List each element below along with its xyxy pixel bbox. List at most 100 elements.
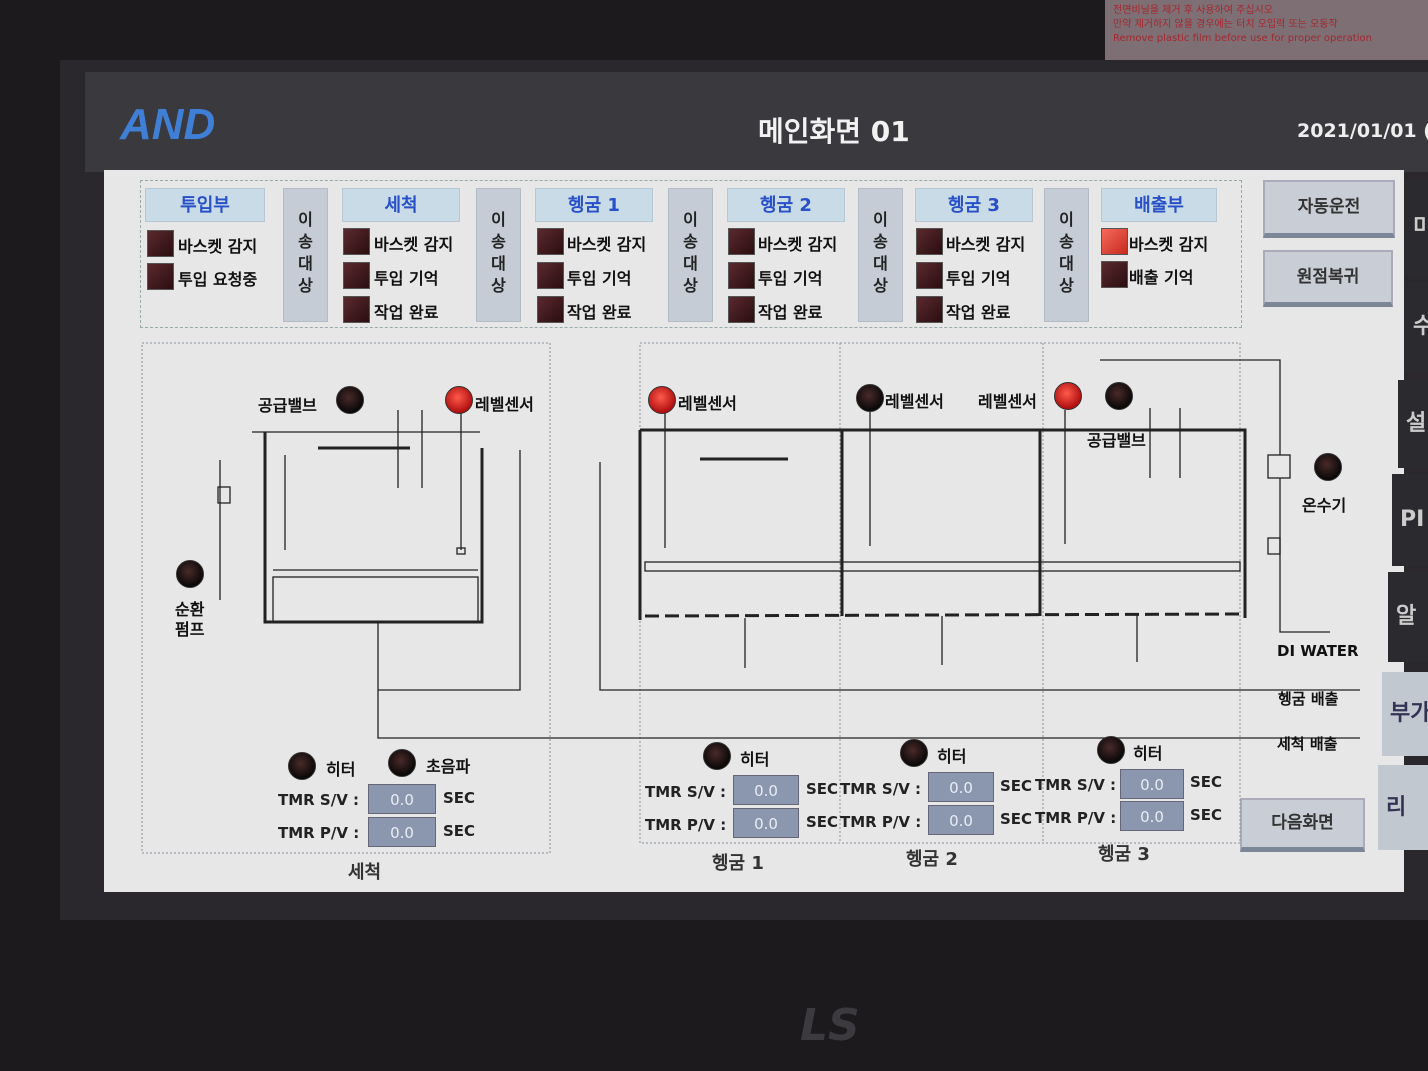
side-tab-2[interactable]: 수 (1405, 282, 1428, 372)
wash-drain-label: 세척 배출 (1277, 735, 1338, 753)
page-title: 메인화면 01 (758, 115, 910, 148)
transfer-target-indicator[interactable]: 이 송 대 상 (283, 188, 328, 322)
wash-heater-lamp (288, 752, 316, 780)
side-tab-5[interactable]: 알 (1388, 572, 1428, 662)
transfer-target-indicator[interactable]: 이 송 대 상 (476, 188, 521, 322)
rinse2-level-lamp (856, 384, 884, 412)
supply-valve-label: 공급밸브 (258, 396, 317, 415)
rinse3-heater-label: 히터 (1133, 744, 1163, 763)
lamp-square (537, 262, 564, 289)
ls-bezel-logo: LS (800, 1000, 860, 1051)
transfer-target-indicator[interactable]: 이 송 대 상 (858, 188, 903, 322)
status-label: 바스켓 감지 (1129, 235, 1209, 254)
side-tab-7[interactable]: 리 (1378, 765, 1428, 850)
rinse1-level-label: 레벨센서 (678, 394, 737, 413)
unit-label: SEC (806, 780, 839, 798)
status-label: 배출 기억 (1129, 268, 1194, 287)
rinse3-level-label: 레벨센서 (978, 392, 1037, 411)
level-sensor-label: 레벨센서 (475, 395, 534, 414)
lamp-square (537, 296, 564, 323)
wash-section-title: 세척 (348, 862, 382, 883)
status-label: 작업 완료 (374, 303, 439, 322)
home-return-button[interactable]: 원점복귀 (1263, 250, 1393, 307)
rinse3-sv-input[interactable]: 0.0 (1120, 769, 1184, 799)
status-label: 투입 기억 (758, 269, 823, 288)
rinse-supply-valve-label: 공급밸브 (1087, 431, 1146, 450)
unit-label: SEC (443, 789, 476, 807)
lamp-square (1101, 228, 1128, 255)
sv-label: TMR S/V : (278, 791, 360, 809)
side-tab-6[interactable]: 부가 (1382, 672, 1428, 756)
status-label: 바스켓 감지 (946, 235, 1026, 254)
status-label: 작업 완료 (758, 303, 823, 322)
lamp-square (728, 296, 755, 323)
group-title-rinse2: 헹굼 2 (727, 188, 845, 222)
transfer-target-indicator[interactable]: 이 송 대 상 (1044, 188, 1089, 322)
lamp-square (728, 262, 755, 289)
wash-section-frame (141, 342, 551, 854)
auto-run-button[interactable]: 자동운전 (1263, 180, 1395, 238)
wash-heater-label: 히터 (326, 760, 356, 779)
lamp-square (343, 228, 370, 255)
side-tab-1[interactable]: 미 (1405, 180, 1428, 275)
wash-inner-tank (263, 432, 484, 624)
rinse3-section-title: 헹굼 3 (1098, 844, 1150, 865)
level-sensor-lamp (445, 386, 473, 414)
status-label: 바스켓 감지 (374, 235, 454, 254)
lamp-square (147, 263, 174, 290)
pv-label: TMR P/V : (840, 813, 922, 831)
rinse2-pv-display: 0.0 (928, 805, 994, 835)
next-screen-button[interactable]: 다음화면 (1240, 798, 1365, 852)
pv-label: TMR P/V : (278, 824, 360, 842)
header-bar (85, 72, 1428, 172)
lamp-square (728, 228, 755, 255)
rinse-drain-label: 헹굼 배출 (1278, 690, 1339, 708)
rinse1-sv-input[interactable]: 0.0 (733, 775, 799, 805)
status-label: 바스켓 감지 (567, 235, 647, 254)
wash-outer-tank (252, 431, 521, 691)
group-title-wash: 세척 (342, 188, 460, 222)
rinse2-sv-input[interactable]: 0.0 (928, 772, 994, 802)
sticker-line: 전면비닐을 제거 후 사용하여 주십시오 (1113, 5, 1273, 16)
unit-label: SEC (443, 822, 476, 840)
rinse3-pv-display: 0.0 (1120, 801, 1184, 831)
lamp-square (537, 228, 564, 255)
rinse-drain-line (599, 462, 1360, 691)
pv-label: TMR P/V : (645, 816, 727, 834)
lamp-square (1101, 261, 1128, 288)
side-tab-3[interactable]: 설 (1398, 380, 1428, 468)
status-label: 작업 완료 (567, 303, 632, 322)
lamp-square (916, 262, 943, 289)
lamp-square (916, 228, 943, 255)
wash-sv-input[interactable]: 0.0 (368, 784, 436, 814)
transfer-target-indicator[interactable]: 이 송 대 상 (668, 188, 713, 322)
status-label: 바스켓 감지 (758, 235, 838, 254)
wash-drain-line (377, 622, 1360, 739)
pv-label: TMR P/V : (1035, 809, 1117, 827)
circulation-pump-lamp (176, 560, 204, 588)
rinse2-heater-label: 히터 (937, 747, 967, 766)
rinse-supply-valve-lamp (1105, 382, 1133, 410)
unit-label: SEC (1000, 810, 1033, 828)
circulation-pump-label: 순환 펌프 (175, 600, 205, 639)
unit-label: SEC (1190, 773, 1223, 791)
sv-label: TMR S/V : (645, 783, 727, 801)
group-title-output: 배출부 (1101, 188, 1217, 222)
water-heater-lamp (1314, 453, 1342, 481)
wash-pv-display: 0.0 (368, 817, 436, 847)
di-water-label: DI WATER (1277, 642, 1359, 660)
rinse1-heater-lamp (703, 742, 731, 770)
rinse1-pv-display: 0.0 (733, 808, 799, 838)
sv-label: TMR S/V : (840, 780, 922, 798)
ultrasonic-lamp (388, 749, 416, 777)
status-label: 투입 요청중 (178, 270, 258, 289)
side-tab-4[interactable]: PI (1392, 474, 1428, 566)
status-panel (140, 180, 1242, 328)
group-title-rinse1: 헹굼 1 (535, 188, 653, 222)
unit-label: SEC (1190, 806, 1223, 824)
status-label: 바스켓 감지 (178, 237, 258, 256)
unit-label: SEC (1000, 777, 1033, 795)
sv-label: TMR S/V : (1035, 776, 1117, 794)
lamp-square (916, 296, 943, 323)
